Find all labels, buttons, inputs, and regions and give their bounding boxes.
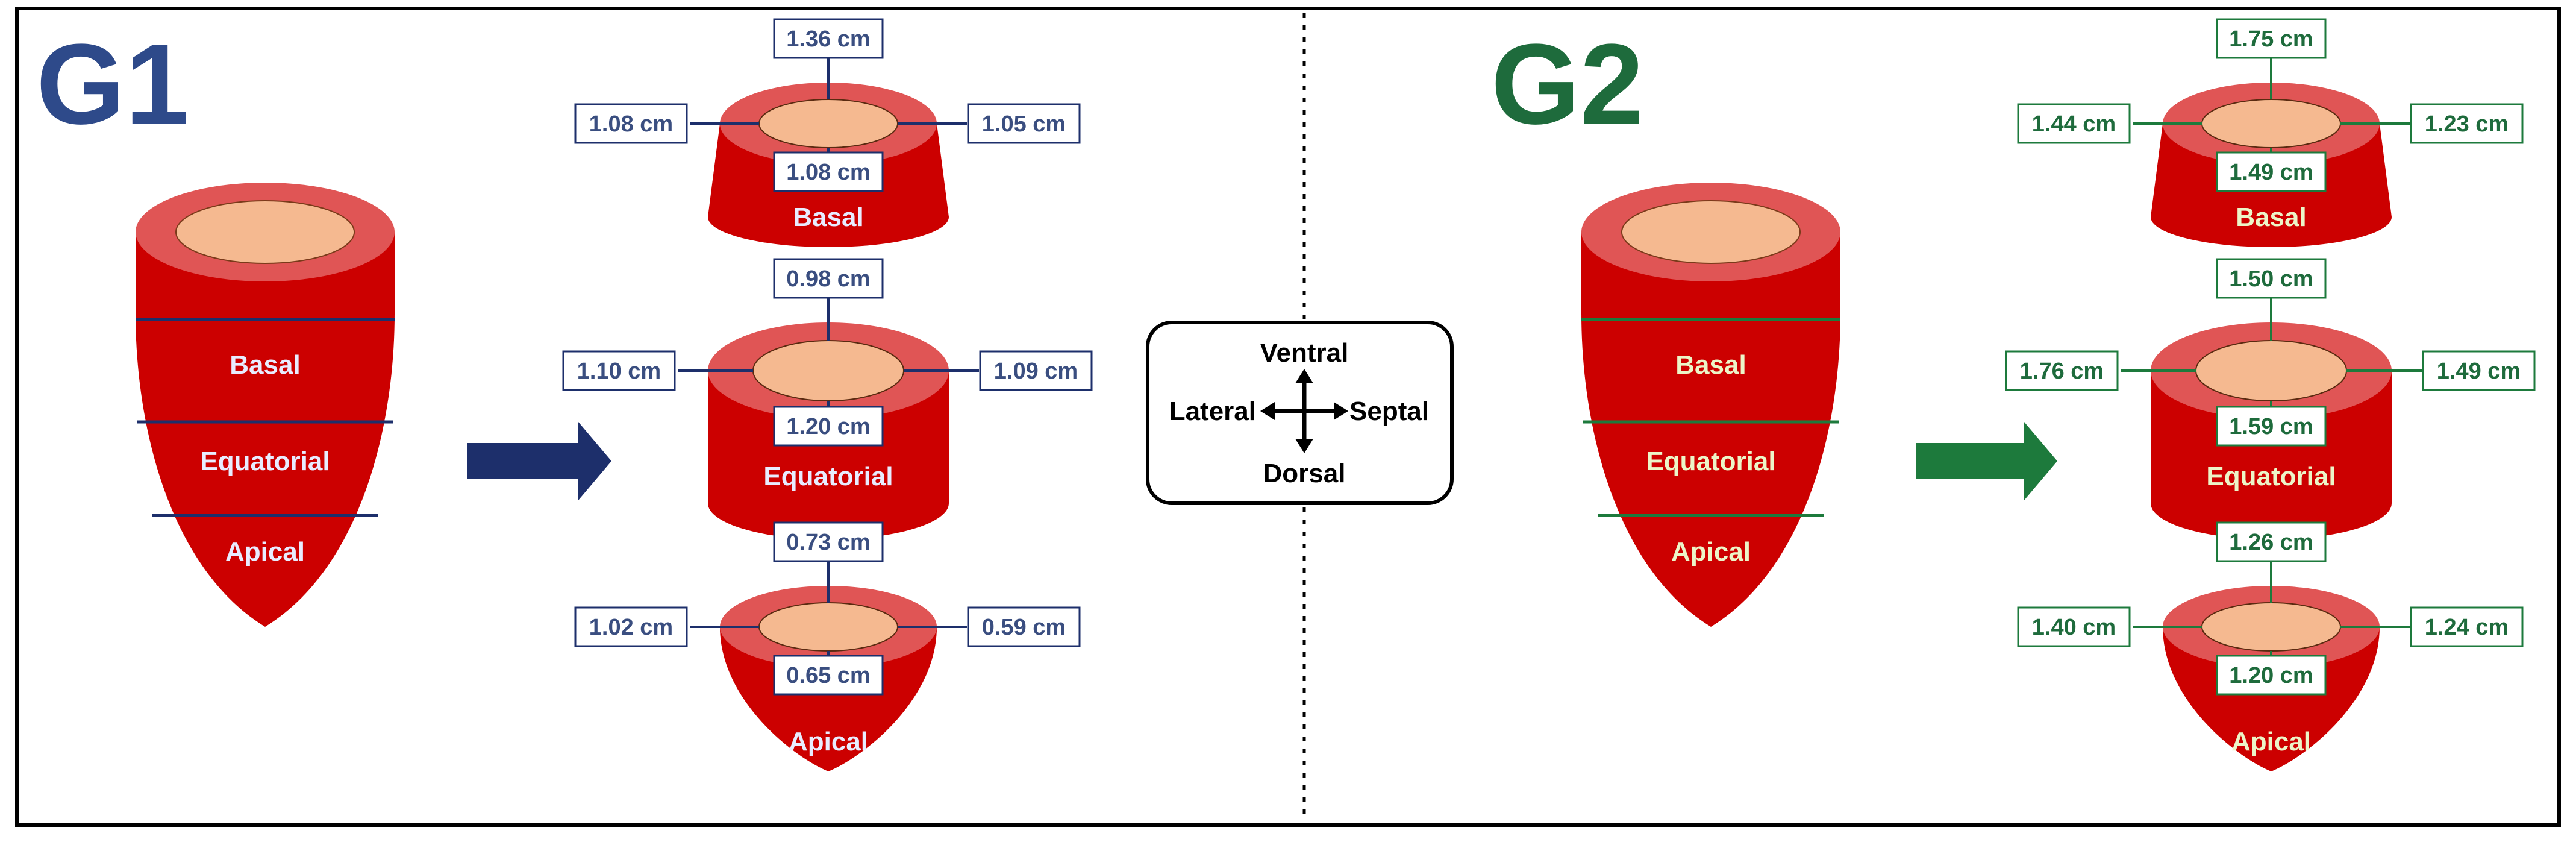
- g1-title: G1: [36, 20, 189, 148]
- ventral-label-box: [773, 521, 884, 562]
- slice-cavity: [758, 602, 898, 652]
- dorsal-label: 0.65 cm: [786, 663, 870, 688]
- slice-body: [2151, 371, 2392, 539]
- slice-name-label: Basal: [2236, 203, 2306, 232]
- dorsal-label-box: [773, 406, 884, 447]
- slice-cavity: [2195, 340, 2347, 401]
- septal-label: 1.23 cm: [2425, 112, 2509, 137]
- slice-cavity: [758, 99, 898, 148]
- lateral-label: 1.10 cm: [577, 359, 661, 384]
- heart-region-label: Equatorial: [200, 447, 330, 476]
- heart-region-label: Apical: [1671, 537, 1751, 567]
- ventral-label-box: [2216, 258, 2327, 299]
- ventral-label: 0.98 cm: [786, 266, 870, 292]
- ventral-label: 1.26 cm: [2229, 530, 2313, 555]
- compass-septal: Septal: [1349, 397, 1429, 426]
- lateral-label: 1.76 cm: [2020, 359, 2104, 384]
- lateral-label-box: [562, 350, 676, 391]
- compass-dorsal: Dorsal: [1263, 459, 1346, 488]
- dorsal-label-box: [773, 655, 884, 696]
- ventral-label: 1.36 cm: [786, 27, 870, 52]
- slice-basal: 1.36 cm 1.08 cm 1.08 cm 1.05 cm Basal: [574, 18, 1081, 247]
- dorsal-label: 1.20 cm: [786, 414, 870, 439]
- compass-ventral: Ventral: [1260, 338, 1349, 368]
- dorsal-label: 1.49 cm: [2229, 160, 2313, 185]
- dorsal-label: 1.20 cm: [2229, 663, 2313, 688]
- dorsal-label-box: [773, 151, 884, 192]
- slice-equatorial: 0.98 cm 1.20 cm 1.10 cm 1.09 cm Equatorial: [562, 258, 1093, 539]
- septal-label: 1.09 cm: [994, 359, 1078, 384]
- g1-arrow: [467, 422, 611, 500]
- compass-lateral: Lateral: [1169, 397, 1256, 426]
- slice-body: [708, 371, 949, 539]
- septal-label-box: [2410, 606, 2524, 647]
- slice-apical: 0.73 cm 0.65 cm 1.02 cm 0.59 cm Apical: [574, 521, 1081, 771]
- septal-label-box: [2422, 350, 2536, 391]
- lateral-label: 1.08 cm: [589, 112, 673, 137]
- heart-region-label: Basal: [1675, 350, 1746, 380]
- lateral-label: 1.44 cm: [2032, 112, 2116, 137]
- septal-label-box: [967, 103, 1081, 144]
- lateral-label-box: [2017, 606, 2131, 647]
- heart-body: [1581, 232, 1840, 627]
- ventral-label-box: [2216, 521, 2327, 562]
- g2-slices: 1.75 cm 1.49 cm 1.44 cm 1.23 cm Basal 1.50 cm…: [2005, 18, 2536, 771]
- ventral-label-box: [2216, 18, 2327, 59]
- lateral-label: 1.02 cm: [589, 615, 673, 640]
- lateral-label-box: [2017, 103, 2131, 144]
- g2-arrow: [1916, 422, 2057, 500]
- dorsal-label: 1.08 cm: [786, 160, 870, 185]
- slice-name-label: Equatorial: [2206, 462, 2336, 491]
- dorsal-label-box: [2216, 406, 2327, 447]
- septal-label-box: [2410, 103, 2524, 144]
- dorsal-label: 1.59 cm: [2229, 414, 2313, 439]
- heart-region-label: Equatorial: [1646, 447, 1775, 476]
- orientation-compass: Ventral Lateral Septal Dorsal: [1146, 321, 1454, 505]
- ventral-label-box: [773, 18, 884, 59]
- g1-slices: 1.36 cm 1.08 cm 1.08 cm 1.05 cm Basal 0.98 cm…: [562, 18, 1093, 771]
- ventral-label: 1.50 cm: [2229, 266, 2313, 292]
- septal-label-box: [979, 350, 1093, 391]
- slice-cavity: [752, 340, 904, 401]
- septal-label: 1.24 cm: [2425, 615, 2509, 640]
- cross-arrows-icon: [1260, 369, 1348, 453]
- heart-region-label: Apical: [225, 537, 305, 567]
- heart-cavity: [175, 200, 355, 264]
- slice-basal: 1.75 cm 1.49 cm 1.44 cm 1.23 cm Basal: [2017, 18, 2524, 247]
- slice-name-label: Apical: [789, 727, 868, 756]
- slice-equatorial: 1.50 cm 1.59 cm 1.76 cm 1.49 cm Equatorial: [2005, 258, 2536, 539]
- ventral-label: 1.75 cm: [2229, 27, 2313, 52]
- slice-name-label: Apical: [2231, 727, 2311, 756]
- slice-name-label: Basal: [793, 203, 863, 232]
- slice-name-label: Equatorial: [763, 462, 893, 491]
- slice-cavity: [2201, 602, 2341, 652]
- lateral-label: 1.40 cm: [2032, 615, 2116, 640]
- slice-apical: 1.26 cm 1.20 cm 1.40 cm 1.24 cm Apical: [2017, 521, 2524, 771]
- heart-body: [136, 232, 395, 627]
- lateral-label-box: [2005, 350, 2119, 391]
- ventral-label-box: [773, 258, 884, 299]
- septal-label: 1.05 cm: [982, 112, 1066, 137]
- ventral-label: 0.73 cm: [786, 530, 870, 555]
- lateral-label-box: [574, 103, 688, 144]
- dorsal-label-box: [2216, 655, 2327, 696]
- septal-label: 0.59 cm: [982, 615, 1066, 640]
- heart-cavity: [1621, 200, 1801, 264]
- septal-label: 1.49 cm: [2437, 359, 2521, 384]
- g2-title: G2: [1491, 20, 1643, 148]
- dorsal-label-box: [2216, 151, 2327, 192]
- septal-label-box: [967, 606, 1081, 647]
- lateral-label-box: [574, 606, 688, 647]
- slice-cavity: [2201, 99, 2341, 148]
- heart-region-label: Basal: [230, 350, 300, 380]
